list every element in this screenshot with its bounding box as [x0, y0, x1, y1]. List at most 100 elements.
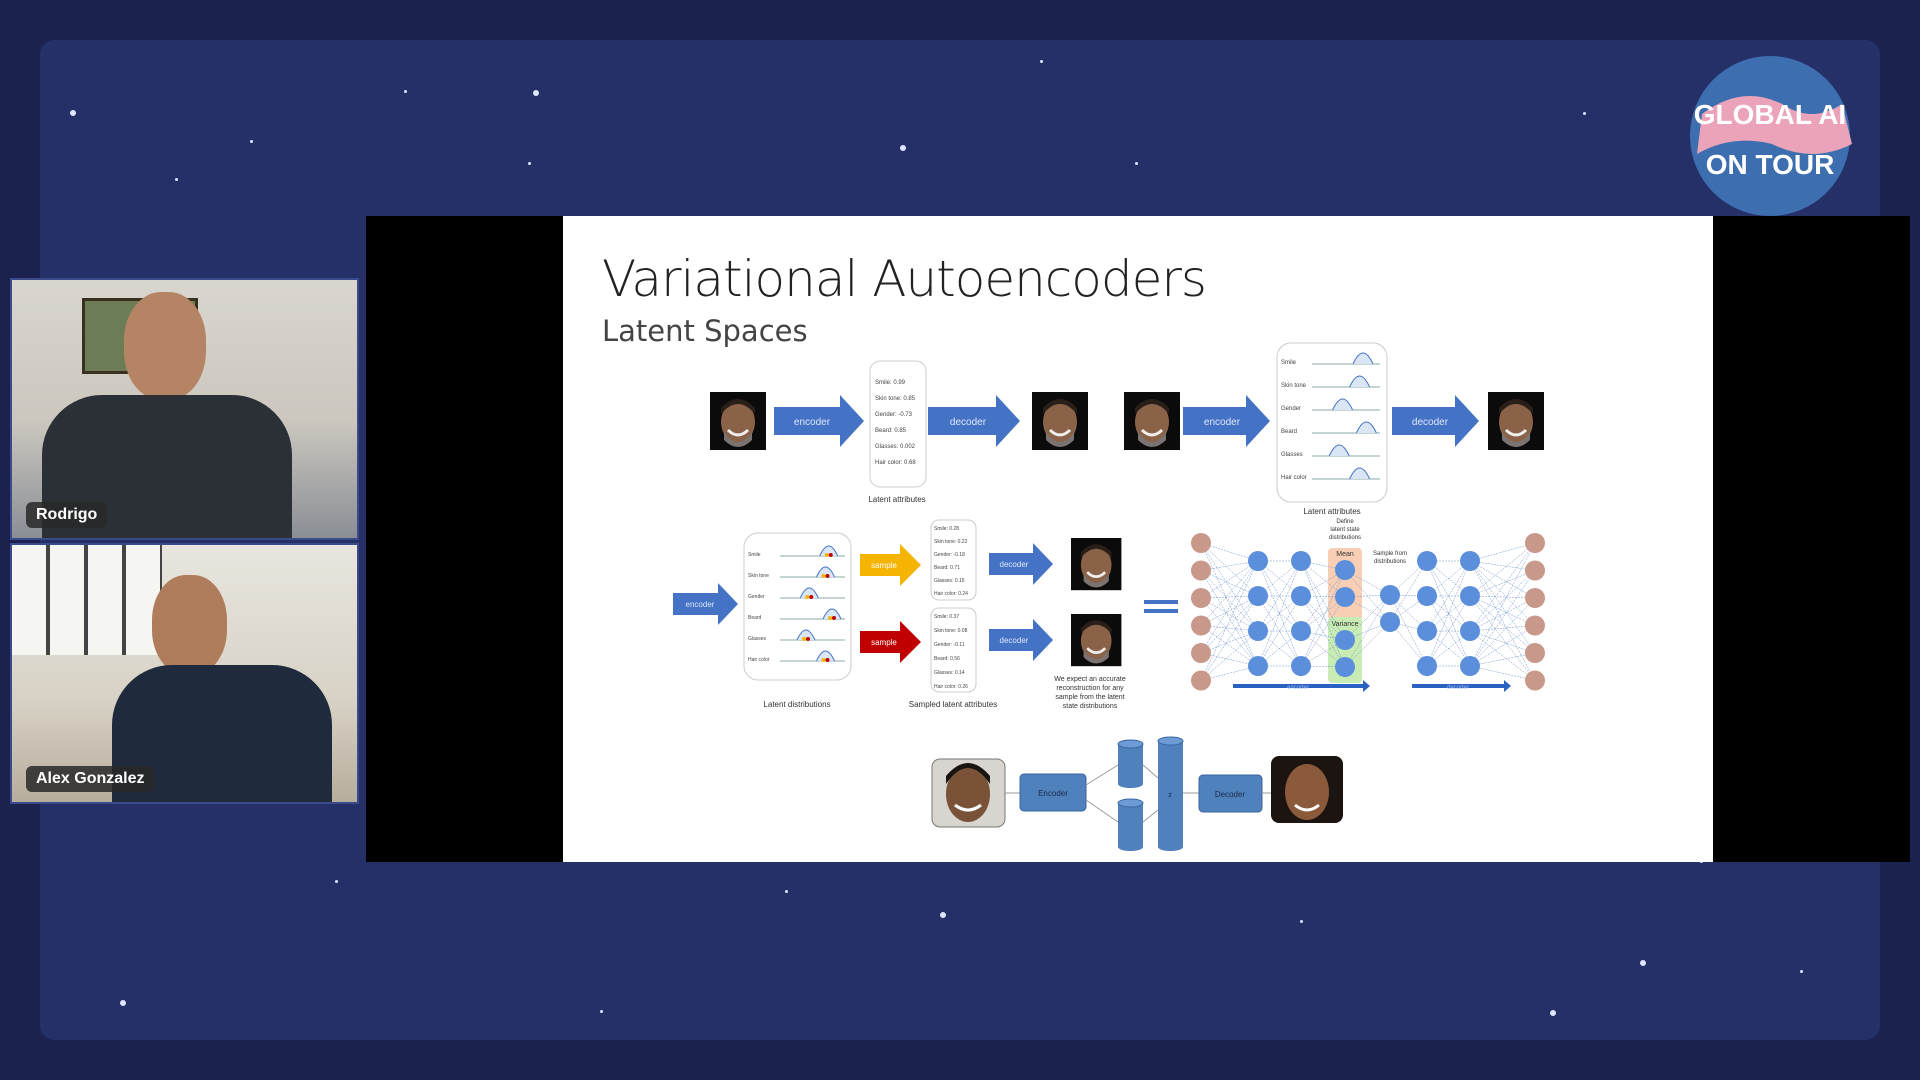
star [1135, 162, 1138, 165]
participant-video-rodrigo[interactable]: Rodrigo [10, 278, 359, 540]
star [70, 110, 76, 116]
network-node [1417, 621, 1437, 641]
sampled-attribute-value: Smile: 0.37 [934, 614, 959, 620]
network-connection [1469, 570, 1536, 597]
network-node [1335, 657, 1355, 677]
network-connection [1200, 570, 1259, 632]
encoder-block [1019, 773, 1087, 812]
distribution-curve [819, 545, 839, 557]
network-connection [1469, 652, 1536, 667]
network-connection [1426, 560, 1471, 667]
svg-text:decoder: decoder [1000, 636, 1029, 645]
sampled-attribute-value: Beard: 0.71 [934, 565, 960, 571]
network-node [1335, 630, 1355, 650]
define-latent-label: latent state [1330, 527, 1360, 533]
network-connection [1469, 560, 1536, 599]
slide-title: Variational Autoencoders [602, 250, 1207, 308]
logo-text-line2: ON TOUR [1706, 149, 1835, 180]
network-connection [1426, 560, 1471, 632]
network-node [1460, 586, 1480, 606]
network-node [1417, 656, 1437, 676]
sample-point-red [828, 553, 833, 557]
network-connection [1200, 595, 1259, 681]
network-connection [1469, 570, 1536, 632]
network-connection [1389, 594, 1428, 667]
distribution-label: Gender [748, 594, 765, 600]
network-connection [1469, 570, 1536, 667]
network-connection [1200, 570, 1259, 667]
network-node [1335, 560, 1355, 580]
svg-text:sample: sample [871, 561, 897, 570]
caption-line: reconstruction for any [1056, 685, 1124, 692]
decoder-arrow: decoder [1392, 395, 1479, 447]
distribution-label: Beard [1281, 429, 1297, 435]
network-connection [1389, 560, 1428, 596]
sampled-attribute-value: Skin tone: 0.08 [934, 628, 968, 634]
decoder-label: decoder [1447, 685, 1469, 691]
encoder-label: encoder [1287, 685, 1309, 691]
encoder-block-label: Encoder [1038, 789, 1068, 798]
network-connection [1200, 542, 1259, 597]
star [175, 178, 178, 181]
sampled-attribute-value: Gender: -0.18 [934, 552, 965, 558]
sample-from-label: distributions [1374, 559, 1406, 565]
network-connection [1469, 560, 1536, 654]
latent-attribute-value: Beard: 0.85 [875, 428, 907, 434]
encoder-direction-arrow [1233, 684, 1363, 688]
network-connection [1200, 570, 1259, 597]
sample-point-red [825, 658, 830, 662]
svg-text:encoder: encoder [1204, 417, 1241, 428]
svg-text:sample: sample [871, 638, 897, 647]
distribution-curve [816, 650, 835, 662]
network-connection [1200, 625, 1259, 667]
define-latent-label: Define [1336, 519, 1354, 525]
network-node [1191, 588, 1211, 608]
network-connection [1257, 595, 1302, 667]
star [404, 90, 407, 93]
network-connection [1469, 560, 1536, 626]
network-connection [1257, 560, 1302, 632]
network-connection [1200, 597, 1259, 632]
star [1800, 970, 1803, 973]
star [1300, 920, 1303, 923]
sample-point-red [809, 595, 814, 599]
encoder-arrow: encoder [1183, 395, 1270, 447]
star [250, 140, 253, 143]
network-connection [1426, 560, 1471, 632]
sampled-attribute-value: Hair color: 0.26 [934, 684, 968, 690]
star [1040, 60, 1043, 63]
decoder-block-label: Decoder [1215, 790, 1246, 799]
participant-video-alex[interactable]: Alex Gonzalez [10, 543, 359, 804]
sampled-attributes-box-a [930, 519, 977, 601]
encoder-arrow: encoder [673, 583, 738, 625]
network-node [1417, 586, 1437, 606]
network-node [1248, 621, 1268, 641]
network-node [1380, 612, 1400, 632]
sample-point-red [825, 574, 830, 578]
network-node [1248, 586, 1268, 606]
sample-point-red [806, 637, 810, 641]
star [533, 90, 539, 96]
distribution-label: Hair color [748, 657, 770, 663]
network-connection [1469, 560, 1536, 571]
sampled-attribute-value: Glasses: 0.14 [934, 670, 965, 676]
sample-point-yellow [821, 658, 826, 662]
network-node [1460, 551, 1480, 571]
encoder-arrow: encoder [774, 395, 864, 447]
face-input-photo [931, 758, 1006, 828]
participant-name: Alex Gonzalez [26, 766, 155, 792]
distribution-curve [796, 629, 816, 641]
network-connection [1300, 595, 1346, 641]
participant-name: Rodrigo [26, 502, 108, 528]
network-connection [1344, 594, 1391, 641]
distribution-label: Skin tone [748, 573, 769, 579]
mean-vector-cylinder [1117, 739, 1144, 788]
latent-attributes-label: Latent attributes [868, 495, 925, 504]
network-connection [1200, 630, 1259, 681]
star [1583, 112, 1586, 115]
network-node [1191, 670, 1211, 691]
latent-distributions-box [1276, 342, 1388, 503]
equals-icon [1144, 600, 1178, 613]
network-connection [1469, 542, 1536, 562]
